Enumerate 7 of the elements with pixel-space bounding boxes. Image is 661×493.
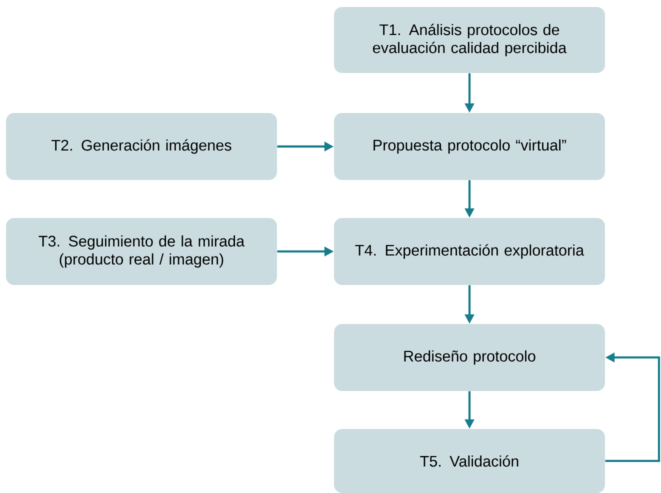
process-box: T4. Experimentación exploratoria (334, 218, 605, 285)
process-box: T2. Generación imágenes (6, 113, 277, 180)
process-box: T3. Seguimiento de la mirada (producto real / imagen) (6, 218, 277, 285)
process-box: T5. Validación (334, 429, 605, 493)
process-box: Rediseño protocolo (334, 324, 605, 391)
process-box: T1. Análisis protocolos de evaluación calidad percibida (334, 7, 605, 73)
process-box: Propuesta protocolo “virtual” (334, 113, 605, 180)
